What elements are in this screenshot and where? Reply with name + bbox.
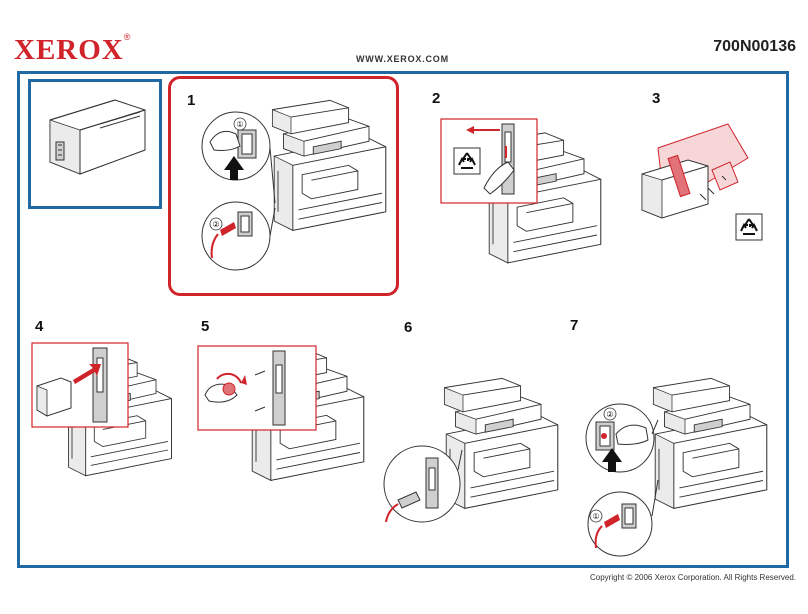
step-1-highlight <box>168 76 399 296</box>
xerox-logo: XEROX® <box>14 32 132 67</box>
step-7-detail: ② ① <box>585 403 659 557</box>
arrow-icon <box>224 156 244 180</box>
registered-mark: ® <box>123 32 132 42</box>
step-1-detail: ① ② <box>201 111 276 271</box>
recycle-icon <box>735 213 763 241</box>
step-1-callout-1: ① <box>236 120 243 129</box>
power-plug-icon <box>220 222 236 236</box>
instruction-frame <box>17 71 789 568</box>
part-number: 700N00136 <box>713 38 796 55</box>
logo-text: XEROX <box>14 34 124 66</box>
power-plug-icon <box>397 491 421 509</box>
step-5-number: 5 <box>201 318 210 335</box>
step-5-detail <box>197 345 317 431</box>
step-6-number: 6 <box>404 319 413 336</box>
step-4-number: 4 <box>35 318 44 335</box>
step-3-number: 3 <box>652 90 661 107</box>
step-7-callout-2: ② <box>606 410 613 419</box>
arrow-icon <box>241 375 247 385</box>
step-1-number: 1 <box>187 92 196 109</box>
step-2-detail <box>440 118 538 204</box>
step-6-detail <box>383 445 463 523</box>
step-7-copier <box>652 377 768 509</box>
step-3-illustration <box>641 123 763 241</box>
arrow-icon <box>466 126 474 134</box>
step-2-number: 2 <box>432 90 441 107</box>
power-plug-icon <box>604 514 620 528</box>
website-url: WWW.XEROX.COM <box>356 54 449 64</box>
arrow-icon <box>602 448 622 472</box>
arrow-icon <box>73 364 101 384</box>
step-1-copier <box>271 99 387 231</box>
step-7-callout-1: ① <box>592 512 599 521</box>
step-7-number: 7 <box>570 317 579 334</box>
recycle-icon <box>453 147 481 175</box>
copyright-notice: Copyright © 2006 Xerox Corporation. All … <box>590 573 796 582</box>
kit-part-panel <box>28 79 162 209</box>
interface-card-illustration <box>49 99 146 175</box>
step-4-detail <box>31 342 129 428</box>
step-1-callout-2: ② <box>212 220 219 229</box>
